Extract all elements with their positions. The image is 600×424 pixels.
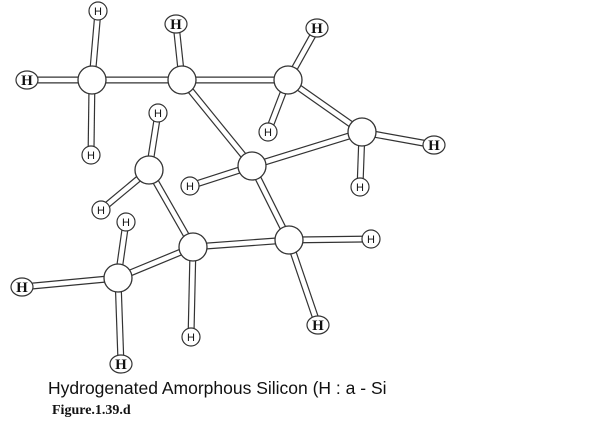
hydrogen-label: H bbox=[170, 17, 182, 33]
hydrogen-label: H bbox=[311, 21, 323, 37]
hydrogen-label: H bbox=[122, 217, 130, 229]
hydrogen-atom bbox=[109, 354, 133, 374]
hydrogen-label: H bbox=[16, 280, 28, 296]
hydrogen-label: H bbox=[264, 127, 272, 139]
hydrogen-label: H bbox=[21, 73, 33, 89]
hydrogen-atom bbox=[422, 135, 446, 155]
hydrogen-atom bbox=[10, 277, 34, 297]
hydrogen-label: H bbox=[367, 234, 375, 246]
hydrogen-atom bbox=[258, 122, 278, 142]
hydrogen-atom bbox=[148, 103, 168, 123]
si-h-bond-inner bbox=[188, 246, 196, 338]
si-si-bond-inner bbox=[192, 237, 290, 250]
hydrogen-label: H bbox=[356, 182, 364, 194]
si-si-bond-inner bbox=[180, 78, 254, 168]
hydrogen-atom bbox=[180, 176, 200, 196]
si-si-bond-inner bbox=[286, 78, 364, 134]
si-si-bond-inner bbox=[147, 168, 195, 249]
hydrogen-label: H bbox=[94, 6, 102, 18]
si-si-bond-inner bbox=[251, 129, 363, 169]
silicon-atom bbox=[273, 65, 303, 95]
silicon-atom bbox=[237, 151, 267, 181]
hydrogen-atom bbox=[116, 212, 136, 232]
silicon-atom bbox=[274, 225, 304, 255]
hydrogen-atom bbox=[305, 18, 329, 38]
si-h-bond-inner bbox=[21, 275, 119, 290]
si-h-bond-inner bbox=[286, 239, 321, 326]
hydrogen-label: H bbox=[312, 318, 324, 334]
hydrogen-label: H bbox=[186, 181, 194, 193]
hydrogen-atom bbox=[306, 315, 330, 335]
silicon-atom bbox=[134, 155, 164, 185]
hydrogen-atom bbox=[88, 1, 108, 21]
hydrogen-atom bbox=[361, 229, 381, 249]
silicon-atom bbox=[103, 263, 133, 293]
hydrogen-atom bbox=[164, 14, 188, 34]
hydrogen-atom bbox=[181, 327, 201, 347]
silicon-atom bbox=[77, 65, 107, 95]
hydrogen-label: H bbox=[115, 357, 127, 373]
hydrogen-atom bbox=[91, 200, 111, 220]
silicon-atom bbox=[347, 117, 377, 147]
hydrogen-label: H bbox=[428, 138, 440, 154]
hydrogen-label: H bbox=[154, 108, 162, 120]
hydrogen-label: H bbox=[187, 332, 195, 344]
hydrogen-label: H bbox=[87, 150, 95, 162]
silicon-atom bbox=[178, 232, 208, 262]
hydrogen-atom bbox=[81, 145, 101, 165]
hydrogen-label: H bbox=[97, 205, 105, 217]
diagram-caption: Hydrogenated Amorphous Silicon (H : a - … bbox=[48, 378, 387, 398]
hydrogen-atom bbox=[350, 177, 370, 197]
silicon-atom bbox=[167, 65, 197, 95]
figure-label: Figure.1.39.d bbox=[52, 403, 131, 418]
hydrogen-atom bbox=[15, 70, 39, 90]
